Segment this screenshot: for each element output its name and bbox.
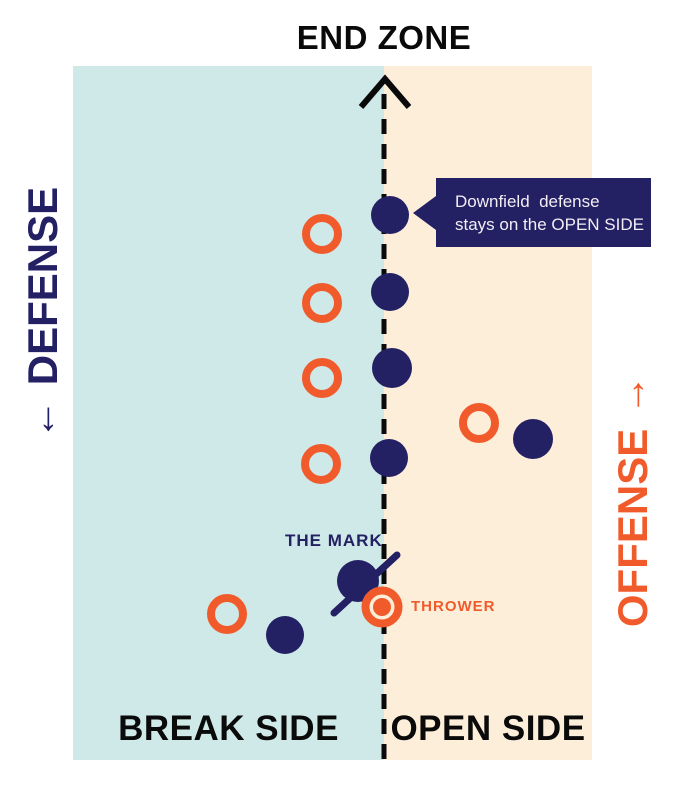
callout-box: Downfield defense stays on the OPEN SIDE [436, 178, 651, 247]
field: BREAK SIDE OPEN SIDE [73, 66, 592, 760]
open-side-area: OPEN SIDE [384, 66, 592, 760]
defense-label-text: DEFENSE [19, 186, 66, 386]
callout-line-1: Downfield defense [455, 191, 600, 211]
the-mark-label: THE MARK [285, 531, 383, 550]
break-side-label: BREAK SIDE [118, 709, 339, 748]
offense-direction-label: OFFENSE → [605, 361, 661, 641]
break-side-area: BREAK SIDE [73, 66, 384, 760]
offense-label-text: OFFENSE [609, 428, 656, 628]
end-zone-label: END ZONE [296, 19, 472, 56]
open-side-label: OPEN SIDE [390, 709, 586, 748]
defense-direction-label: ← DEFENSE [15, 173, 71, 453]
thrower-label: THROWER [411, 598, 496, 615]
callout-pointer-icon [413, 195, 436, 230]
offense-arrow-icon: → [610, 374, 655, 415]
callout-line-2: stays on the OPEN SIDE [455, 214, 644, 234]
callout: Downfield defense stays on the OPEN SIDE [413, 178, 651, 247]
defense-arrow-icon: ← [20, 399, 65, 440]
